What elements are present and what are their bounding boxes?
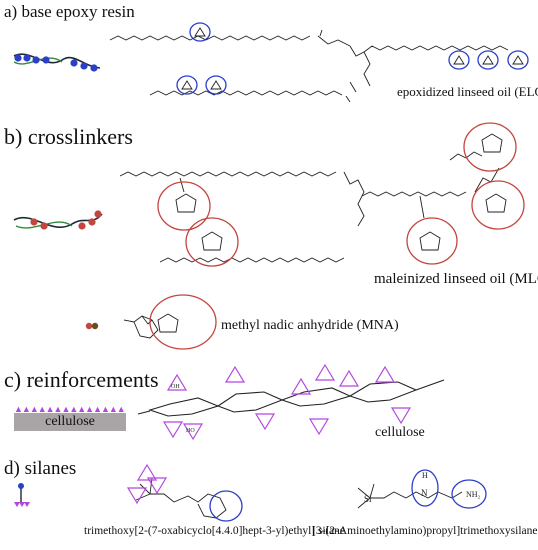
silane-1-methoxy-markers <box>126 463 168 505</box>
elo-label: epoxidized linseed oil (ELO) <box>397 84 538 99</box>
silane-1-label: trimethoxy[2-(7-oxabicyclo[4.4.0]hept-3-… <box>84 525 345 537</box>
mlo-label: maleinized linseed oil (MLO) <box>374 271 538 287</box>
silane-2-amine-markers <box>411 469 487 509</box>
cellulose-surface-triangles: ▲▲▲▲▲▲▲▲▲▲▲▲▲▲▲▲▲▲▲▲▲▲▲▲▲▲▲▲ <box>14 404 126 414</box>
amine-hydrogen-symbol: H <box>422 471 428 480</box>
silicon-symbol: Si <box>364 494 372 504</box>
epoxide-markers <box>176 22 529 95</box>
chain-with-red-beads-icon <box>13 210 103 230</box>
silane-2-structure <box>357 483 463 509</box>
cellulose-strip: cellulose <box>14 413 126 431</box>
cellulose-chain-label: cellulose <box>375 425 425 440</box>
anhydride-markers <box>157 122 525 267</box>
anhydride-marker-4 <box>463 122 517 172</box>
epoxide-marker-right-2 <box>477 50 499 70</box>
mlo-molecule-structure <box>119 151 500 263</box>
epoxide-marker-right-1 <box>448 50 470 70</box>
heading-crosslinkers: b) crosslinkers <box>4 124 133 149</box>
silane-2-label: [3-(2-Aminoethylamino)propyl]trimethoxys… <box>312 525 538 537</box>
amine-marker-2 <box>451 479 487 509</box>
heading-base-epoxy-resin: a) base epoxy resin <box>4 2 135 21</box>
hydroxyl-markers <box>162 363 412 441</box>
elo-molecule-structure <box>109 29 509 103</box>
silane-tripod-icon <box>14 483 30 507</box>
cellulose-chain-structure <box>137 379 445 417</box>
epoxide-marker-bottom-2 <box>205 75 227 95</box>
heading-silanes: d) silanes <box>4 458 77 479</box>
anhydride-marker-5 <box>471 180 525 230</box>
chain-with-blue-beads-icon <box>13 53 101 72</box>
anhydride-marker-2 <box>185 217 239 267</box>
epoxide-marker-right-3 <box>507 50 529 70</box>
anhydride-marker-1 <box>157 181 211 231</box>
hydroxyl-label: OH <box>171 384 180 390</box>
epoxide-marker-bottom-1 <box>176 75 198 95</box>
hydroxyl-label-alt: HO <box>186 428 195 434</box>
red-dot-pair-icon <box>85 322 99 330</box>
cellulose-strip-label: cellulose <box>45 414 95 429</box>
mna-marker <box>149 294 217 350</box>
epoxide-marker-top <box>189 22 211 42</box>
amine-marker-1 <box>411 469 439 507</box>
mna-label: methyl nadic anhydride (MNA) <box>221 318 399 333</box>
amine-end-symbol: NH₂ <box>466 490 481 499</box>
heading-reinforcements: c) reinforcements <box>4 367 159 392</box>
mna-molecule-structure <box>123 313 179 339</box>
silane-1-epoxide-marker <box>209 490 243 522</box>
amine-symbol: N <box>421 488 428 498</box>
anhydride-marker-3 <box>406 217 458 265</box>
